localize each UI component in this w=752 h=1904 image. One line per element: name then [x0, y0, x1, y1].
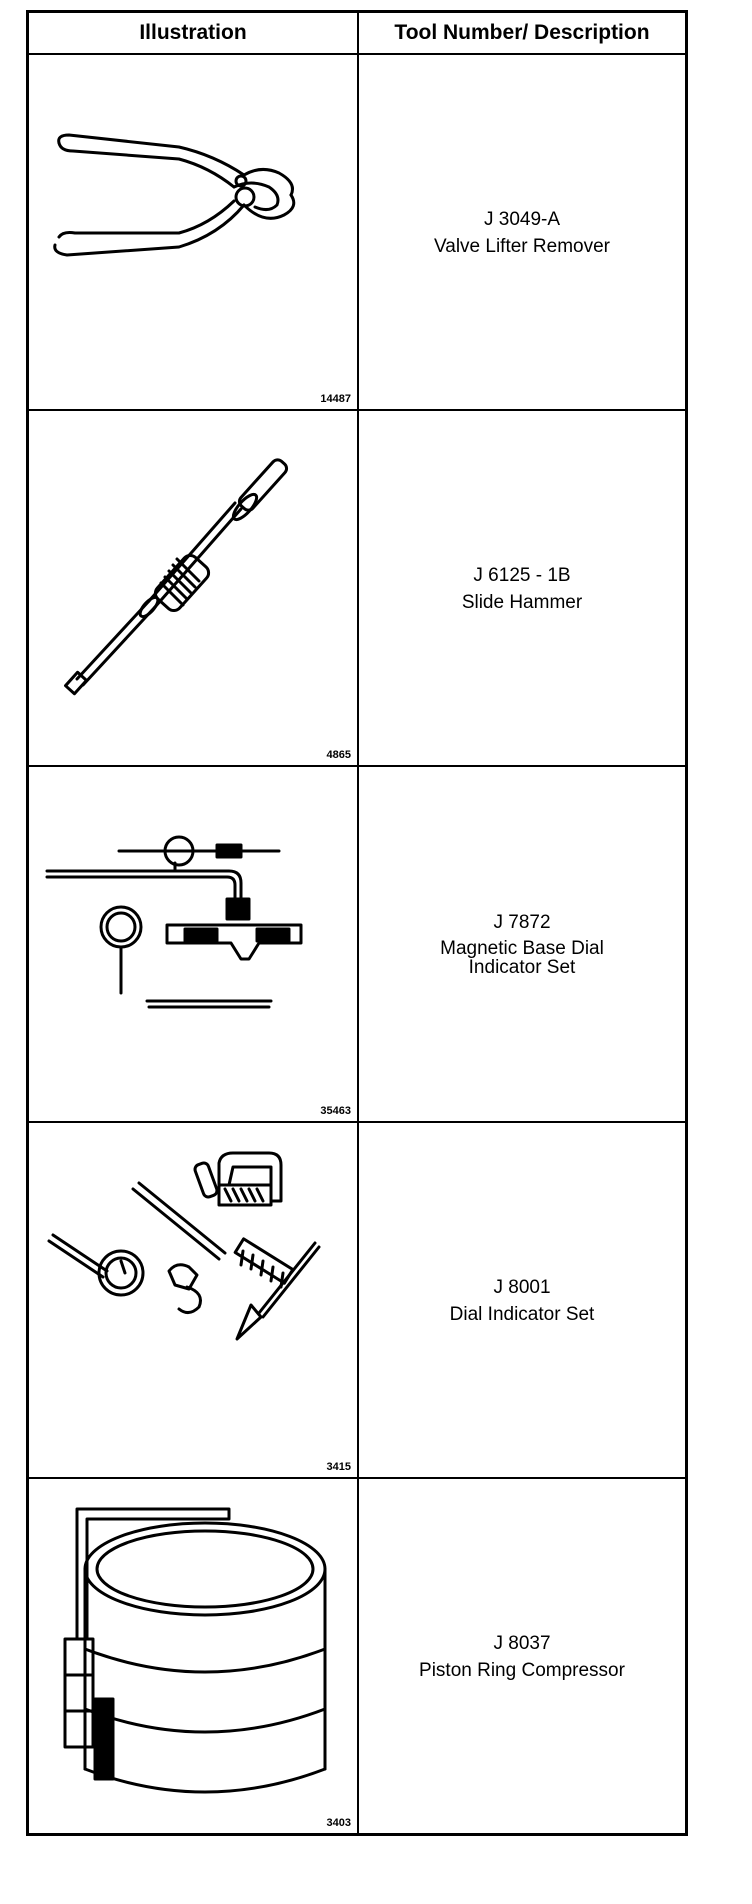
tool-number: J 8001 — [493, 1277, 551, 1299]
tool-number: J 8037 — [493, 1633, 551, 1655]
tool-description: Dial Indicator Set — [449, 1303, 595, 1325]
figure-number: 3415 — [326, 1461, 351, 1473]
magnetic-base-indicator-icon — [45, 835, 303, 1009]
tool-description: Magnetic Base Dial Indicator Set — [440, 938, 604, 979]
tool-table: Illustration Tool Number/ Description 14… — [26, 10, 688, 1836]
slide-hammer-icon — [64, 458, 289, 696]
illustration-cell: 4865 — [29, 411, 359, 765]
illustration-cell: 3403 — [29, 1479, 359, 1833]
illustration-cell: 3415 — [29, 1123, 359, 1477]
header-illustration: Illustration — [29, 13, 359, 53]
description-cell: J 3049-A Valve Lifter Remover — [359, 55, 685, 409]
tool-number: J 6125 - 1B — [473, 565, 571, 587]
description-cell: J 7872 Magnetic Base Dial Indicator Set — [359, 767, 685, 1121]
figure-number: 14487 — [320, 393, 351, 405]
table-row: 35463 J 7872 Magnetic Base Dial Indicato… — [29, 767, 685, 1123]
dial-indicator-set-icon — [47, 1151, 321, 1341]
description-cell: J 8037 Piston Ring Compressor — [359, 1479, 685, 1833]
table-header: Illustration Tool Number/ Description — [29, 13, 685, 55]
figure-number: 3403 — [326, 1817, 351, 1829]
header-tool-description: Tool Number/ Description — [394, 21, 650, 44]
tool-number: J 7872 — [493, 911, 551, 933]
table-row: 14487 J 3049-A Valve Lifter Remover — [29, 55, 685, 411]
tool-description: Slide Hammer — [461, 591, 583, 613]
description-cell: J 8001 Dial Indicator Set — [359, 1123, 685, 1477]
figure-number: 4865 — [326, 749, 351, 761]
tool-description: Valve Lifter Remover — [434, 235, 610, 257]
tool-number: J 3049-A — [483, 209, 561, 231]
pliers-icon — [53, 133, 296, 257]
illustration-cell: 14487 — [29, 55, 359, 409]
table-row: 4865 J 6125 - 1B Slide Hammer — [29, 411, 685, 767]
tool-description: Piston Ring Compressor — [419, 1659, 625, 1681]
description-cell: J 6125 - 1B Slide Hammer — [359, 411, 685, 765]
table-row: 3403 J 8037 Piston Ring Compressor — [29, 1479, 685, 1833]
ring-compressor-icon — [63, 1507, 327, 1794]
figure-number: 35463 — [320, 1105, 351, 1117]
illustration-cell: 35463 — [29, 767, 359, 1121]
table-row: 3415 J 8001 Dial Indicator Set — [29, 1123, 685, 1479]
